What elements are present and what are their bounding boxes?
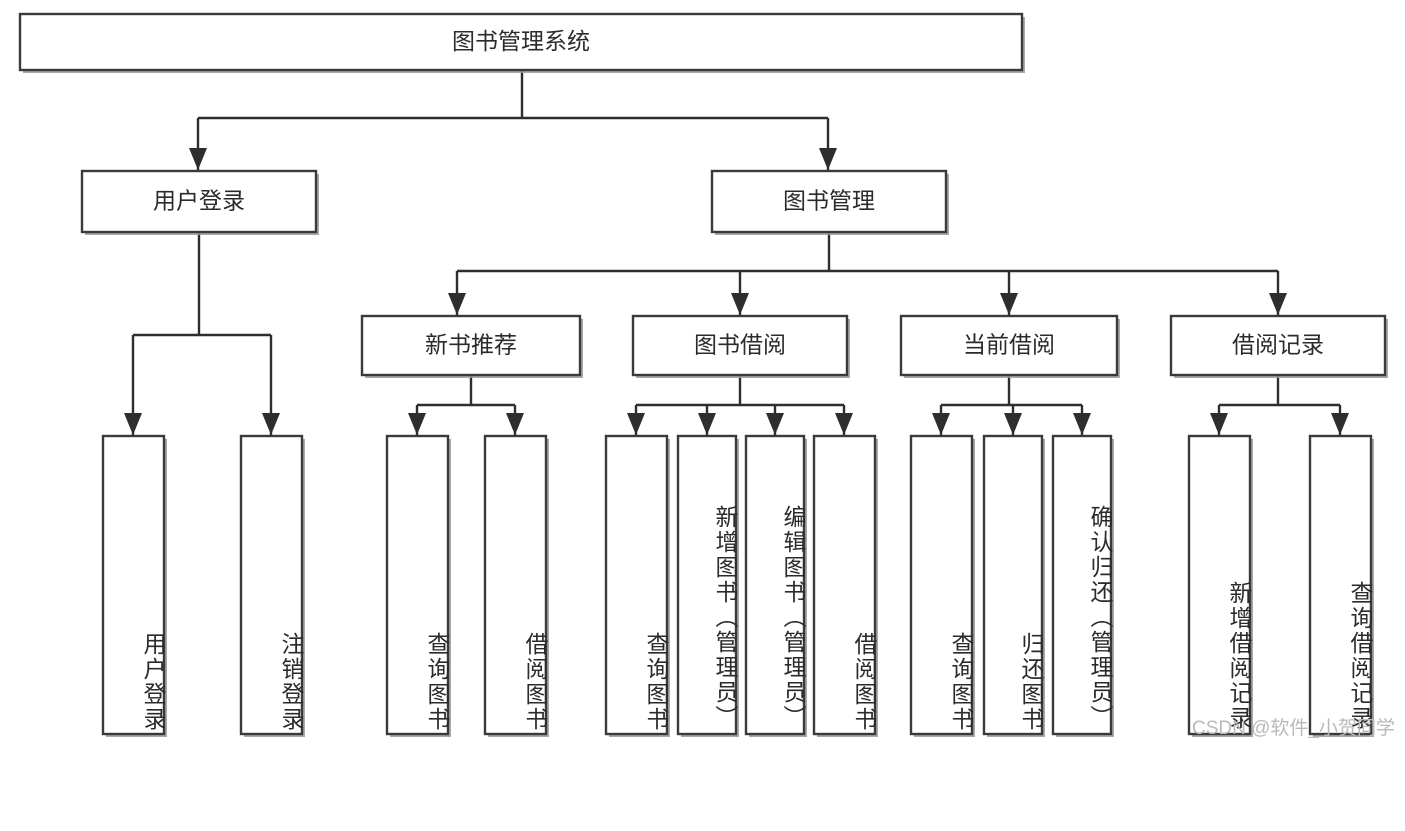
- node-label: 新书推荐: [425, 332, 517, 358]
- arrow-head-icon: [189, 148, 207, 170]
- node-label: 用户登录: [153, 188, 245, 214]
- node-label: 借阅记录: [1232, 332, 1324, 358]
- node-box-leaf-12[interactable]: [1308, 434, 1373, 736]
- boxes-layer: [18, 12, 1388, 737]
- node-box-leaf-10[interactable]: [1051, 434, 1113, 736]
- node-box-root-0[interactable]: [18, 12, 1024, 72]
- node-box-leaf-2[interactable]: [385, 434, 450, 736]
- node-label: 当前借阅: [963, 332, 1055, 358]
- node-label: 图书管理系统: [452, 28, 590, 54]
- arrow-head-icon: [1073, 413, 1091, 435]
- arrow-head-icon: [262, 413, 280, 435]
- node-box-leaf-6[interactable]: [744, 434, 806, 736]
- arrow-head-icon: [1269, 293, 1287, 315]
- node-box-leaf-1[interactable]: [239, 434, 304, 736]
- arrow-head-icon: [835, 413, 853, 435]
- node-box-level2-3[interactable]: [1169, 314, 1387, 377]
- arrow-head-icon: [731, 293, 749, 315]
- arrow-head-icon: [627, 413, 645, 435]
- node-box-level1-0[interactable]: [80, 169, 318, 234]
- node-box-leaf-5[interactable]: [676, 434, 738, 736]
- node-box-level1-1[interactable]: [710, 169, 948, 234]
- watermark-text: CSDN @软件_小贺同学: [1192, 718, 1395, 739]
- arrow-head-icon: [932, 413, 950, 435]
- arrow-head-icon: [1210, 413, 1228, 435]
- node-box-leaf-3[interactable]: [483, 434, 548, 736]
- connectors-layer: [124, 70, 1349, 435]
- diagram-root: 图书管理系统用户登录图书管理新书推荐图书借阅当前借阅借阅记录 用户登录注销登录查…: [18, 12, 1395, 739]
- node-box-level2-2[interactable]: [899, 314, 1119, 377]
- arrow-head-icon: [124, 413, 142, 435]
- arrow-head-icon: [1331, 413, 1349, 435]
- arrow-head-icon: [698, 413, 716, 435]
- node-box-leaf-11[interactable]: [1187, 434, 1252, 736]
- arrow-head-icon: [766, 413, 784, 435]
- node-label: 图书管理: [783, 188, 875, 214]
- node-box-leaf-7[interactable]: [812, 434, 877, 736]
- arrow-head-icon: [1000, 293, 1018, 315]
- arrow-head-icon: [506, 413, 524, 435]
- arrow-head-icon: [408, 413, 426, 435]
- arrow-head-icon: [448, 293, 466, 315]
- arrow-head-icon: [1004, 413, 1022, 435]
- node-box-leaf-4[interactable]: [604, 434, 669, 736]
- arrow-head-icon: [819, 148, 837, 170]
- node-box-leaf-8[interactable]: [909, 434, 974, 736]
- node-label: 图书借阅: [694, 332, 786, 358]
- node-box-level2-0[interactable]: [360, 314, 582, 377]
- node-box-leaf-9[interactable]: [982, 434, 1044, 736]
- node-box-leaf-0[interactable]: [101, 434, 166, 736]
- node-box-level2-1[interactable]: [631, 314, 849, 377]
